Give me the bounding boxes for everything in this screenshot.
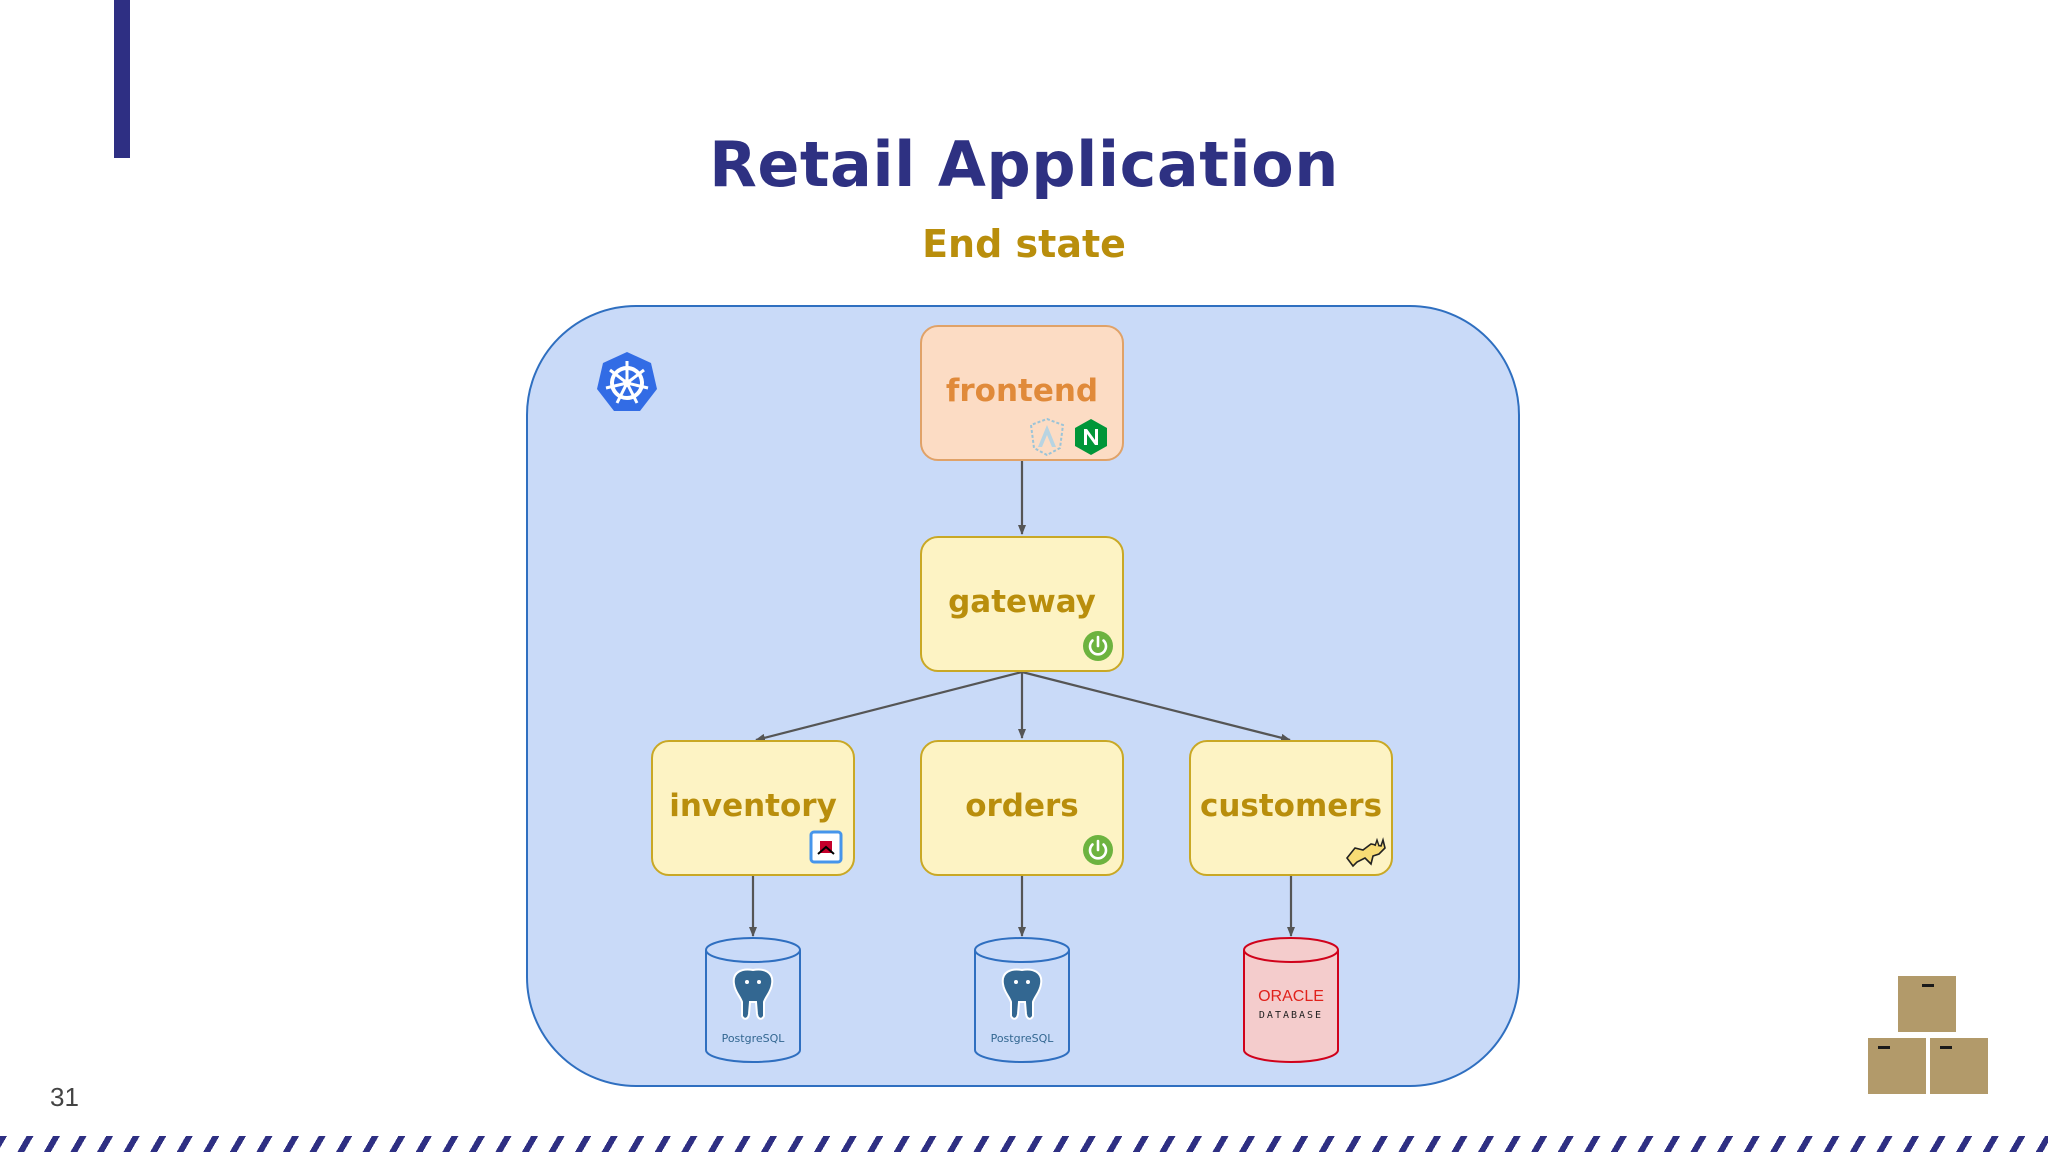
node-orders: orders [920,740,1124,876]
oracle-database-icon: ORACLE DATABASE [1258,988,1324,1021]
database-orders: PostgreSQL [974,937,1070,1063]
spring-icon [1083,835,1113,865]
oracle-database-label: DATABASE [1259,1010,1323,1021]
kubernetes-icon [597,352,657,411]
oracle-label: ORACLE [1258,988,1324,1005]
footer-hatch-border [0,1136,2048,1152]
node-customers-label: customers [1199,788,1383,824]
quarkus-icon [809,830,843,864]
postgresql-label: PostgreSQL [722,1032,786,1045]
slide-title: Retail Application [709,128,1339,201]
node-customers: customers [1189,740,1393,876]
node-gateway-label: gateway [948,584,1096,620]
page-number: 31 [50,1082,79,1112]
node-frontend-label: frontend [945,373,1099,409]
accent-bar [114,0,130,158]
node-frontend: frontend [920,325,1124,461]
node-inventory: inventory [651,740,855,876]
database-customers: ORACLE DATABASE [1243,937,1339,1063]
slide-subtitle: End state [922,222,1126,266]
node-orders-label: orders [965,788,1079,824]
angular-icon [1029,417,1065,457]
postgresql-icon [732,968,774,1020]
database-inventory: PostgreSQL [705,937,801,1063]
node-gateway: gateway [920,536,1124,672]
nginx-icon [1075,419,1107,455]
postgresql-icon [1001,968,1043,1020]
postgresql-label: PostgreSQL [991,1032,1055,1045]
stacked-boxes-icon [1868,976,1988,1094]
tomcat-icon [1345,837,1386,868]
spring-icon [1083,631,1113,661]
node-inventory-label: inventory [669,788,837,824]
